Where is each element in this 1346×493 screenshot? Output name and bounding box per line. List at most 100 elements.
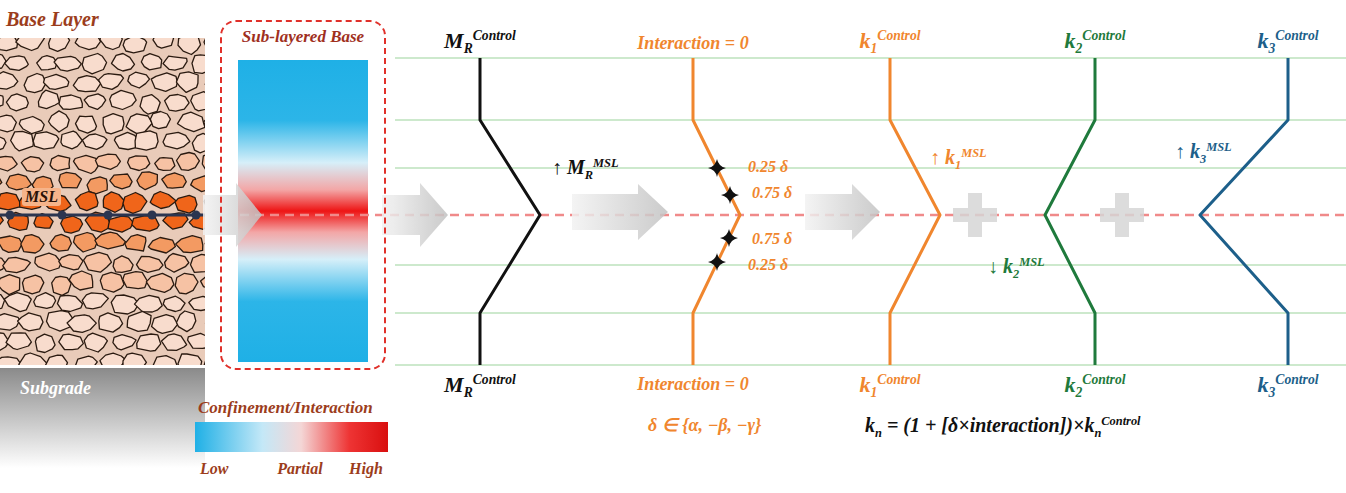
plus-signs bbox=[953, 193, 1144, 237]
interaction-profile bbox=[693, 58, 740, 365]
aggregate-stone bbox=[50, 156, 70, 171]
aggregate-stone bbox=[16, 38, 45, 51]
aggregate-stone bbox=[175, 273, 198, 294]
aggregate-stone bbox=[74, 233, 98, 253]
aggregate-stone bbox=[191, 92, 205, 111]
aggregate-stone bbox=[35, 334, 55, 352]
aggregate-stone bbox=[128, 72, 150, 88]
aggregate-stone bbox=[52, 276, 71, 295]
k-change: ↓ k2MSL bbox=[988, 255, 1045, 281]
interaction-label: Interaction = 0 bbox=[637, 374, 748, 395]
aggregate-stone bbox=[82, 54, 106, 74]
math-part: M bbox=[444, 372, 464, 397]
base-layer-ground bbox=[0, 38, 205, 365]
aggregate-stone bbox=[191, 176, 205, 192]
aggregate-stone bbox=[0, 115, 16, 132]
star-marker bbox=[708, 253, 726, 271]
aggregate-stone bbox=[201, 275, 205, 290]
aggregate-stones bbox=[0, 38, 205, 365]
aggregate-stone bbox=[84, 94, 106, 110]
math-part: M bbox=[444, 28, 464, 53]
msl-dot bbox=[104, 211, 113, 220]
aggregate-stone bbox=[49, 111, 70, 132]
aggregate-stone bbox=[59, 172, 81, 187]
interaction-factor: 0.25 δ bbox=[748, 158, 788, 176]
k-label: k1Control bbox=[860, 372, 921, 401]
aggregate-stone bbox=[84, 333, 107, 352]
math-part: 1 bbox=[871, 385, 878, 400]
aggregate-stone bbox=[21, 157, 43, 172]
math-part: 3 bbox=[1269, 385, 1276, 400]
aggregate-stone bbox=[49, 38, 70, 51]
k-label: k1Control bbox=[860, 28, 921, 57]
aggregate-stone bbox=[155, 158, 175, 171]
math-part: k bbox=[1258, 372, 1269, 397]
aggregate-stone bbox=[0, 135, 6, 152]
aggregate-stone bbox=[177, 311, 196, 332]
aggregate-stone bbox=[113, 256, 133, 273]
aggregate-stone bbox=[125, 235, 146, 251]
aggregate-stone bbox=[153, 356, 177, 365]
legend-title: Confinement/Interaction bbox=[198, 398, 373, 418]
aggregate-stone bbox=[59, 95, 82, 109]
aggregate-stone bbox=[0, 236, 22, 252]
math-part: Control bbox=[1275, 28, 1318, 43]
aggregate-stone bbox=[189, 296, 205, 310]
aggregate-stone bbox=[4, 293, 31, 312]
aggregate-stone bbox=[11, 131, 34, 151]
aggregate-stone bbox=[162, 173, 187, 188]
aggregate-stone bbox=[192, 133, 205, 153]
aggregate-stone bbox=[95, 154, 120, 169]
msl-dot bbox=[192, 211, 201, 220]
modulus-label: MRControl bbox=[444, 28, 516, 57]
aggregate-stone bbox=[123, 272, 148, 289]
aggregate-stone bbox=[0, 193, 20, 210]
aggregate-stone bbox=[0, 156, 17, 171]
math-part: R bbox=[464, 385, 473, 400]
grid-line bbox=[395, 364, 1346, 365]
aggregate-stone bbox=[6, 94, 28, 111]
math-part: ↑ k bbox=[930, 146, 955, 168]
grid-line bbox=[395, 119, 1346, 120]
aggregate-stone bbox=[135, 295, 163, 312]
aggregate-stone bbox=[100, 38, 122, 50]
k-label: k2Control bbox=[1065, 28, 1126, 57]
aggregate-stone bbox=[0, 72, 18, 89]
grid-lines bbox=[395, 58, 1346, 365]
math-part: R bbox=[585, 168, 593, 182]
k3-profile bbox=[1200, 58, 1288, 365]
aggregate-stone bbox=[165, 254, 189, 273]
big-arrow bbox=[805, 184, 880, 240]
aggregate-stone bbox=[76, 356, 98, 365]
aggregate-stone bbox=[137, 172, 158, 190]
interaction-label: Interaction = 0 bbox=[637, 33, 748, 54]
plus-sign bbox=[1100, 193, 1144, 237]
k-change: ↑ k3MSL bbox=[1175, 140, 1232, 166]
aggregate-stone bbox=[140, 95, 160, 115]
grid-line bbox=[395, 264, 1346, 265]
big-arrow bbox=[382, 183, 448, 247]
math-part: k bbox=[1065, 28, 1076, 53]
aggregate-stone bbox=[95, 232, 126, 249]
aggregate-stone bbox=[176, 236, 203, 253]
aggregate-stone bbox=[204, 38, 205, 53]
delta-set: δ ∈ {α, −β, −γ} bbox=[648, 415, 761, 436]
modulus-label: MRControl bbox=[444, 372, 516, 401]
k-label: k3Control bbox=[1258, 28, 1319, 57]
aggregate-stone bbox=[0, 38, 18, 51]
interaction-stars bbox=[708, 159, 739, 271]
big-arrow bbox=[203, 183, 262, 247]
math-part: MSL bbox=[961, 146, 986, 160]
aggregate-stone bbox=[50, 234, 71, 251]
aggregate-stone bbox=[146, 273, 174, 292]
msl-dot bbox=[58, 211, 67, 220]
math-part: ↑ M bbox=[552, 156, 585, 178]
aggregate-stone bbox=[0, 314, 20, 331]
aggregate-stone bbox=[23, 275, 44, 294]
legend-tick: Partial bbox=[277, 460, 322, 478]
subgrade-band bbox=[0, 368, 205, 468]
aggregate-stone bbox=[76, 116, 97, 133]
k1-profile bbox=[890, 58, 940, 365]
big-arrow bbox=[572, 184, 668, 240]
